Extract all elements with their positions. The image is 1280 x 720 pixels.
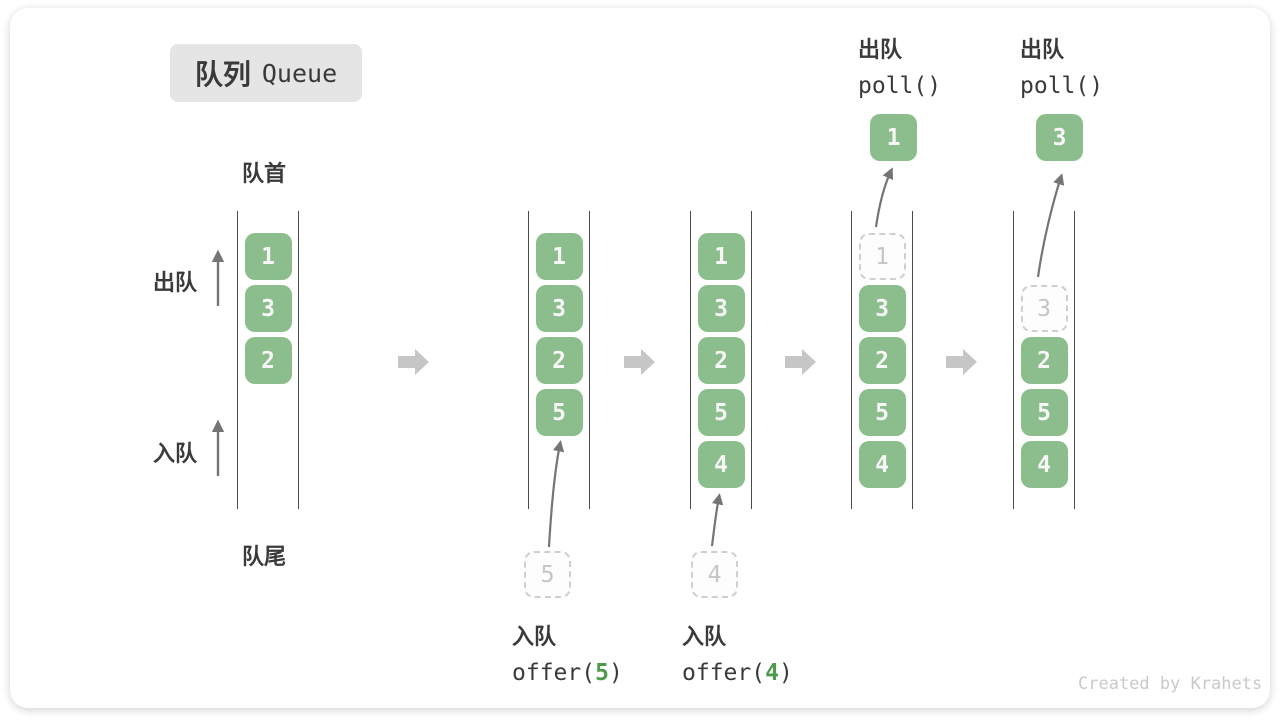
polled-value-box: 1 [870, 114, 917, 161]
offer-code-prefix: offer( [512, 660, 596, 686]
offer-action-label: 入队 [682, 624, 727, 649]
incoming-value-box: 5 [524, 551, 571, 598]
queue-state-5: 3 2 5 4 [1013, 211, 1075, 509]
label-enqueue: 入队 [153, 441, 198, 466]
poll-action-label: 出队 [858, 37, 903, 62]
offer-code-arg: 5 [595, 660, 609, 686]
flow-arrow-icon [946, 349, 977, 375]
title-en: Queue [261, 58, 338, 88]
queue-item: 2 [697, 337, 745, 384]
offer-code-label: offer(4) [682, 660, 793, 686]
flow-arrow-icon [785, 349, 816, 375]
poll-callout-2: 出队 poll() [1020, 32, 1103, 99]
offer-code-label: offer(5) [512, 660, 623, 686]
queue-item: 4 [697, 441, 745, 488]
offer-callout-1: 入队 offer(5) [512, 619, 623, 686]
poll-callout-1: 出队 poll() [858, 32, 941, 99]
label-queue-front: 队首 [242, 161, 287, 186]
queue-item-ghost: 3 [1020, 285, 1068, 332]
offer-code-prefix: offer( [682, 660, 766, 686]
queue-item: 5 [858, 389, 906, 436]
queue-item: 2 [535, 337, 583, 384]
queue-state-2: 1 3 2 5 [528, 211, 590, 509]
offer-callout-2: 入队 offer(4) [682, 619, 793, 686]
queue-item: 1 [697, 233, 745, 280]
queue-state-3: 1 3 2 5 4 [690, 211, 752, 509]
title-zh: 队列 [194, 59, 251, 90]
offer-code-suffix: ) [778, 660, 793, 686]
queue-item: 2 [244, 337, 292, 384]
poll-code-label: poll() [1020, 73, 1104, 99]
polled-value-box: 3 [1036, 114, 1083, 161]
queue-item: 3 [858, 285, 906, 332]
queue-item: 5 [535, 389, 583, 436]
queue-item: 2 [858, 337, 906, 384]
poll-action-label: 出队 [1020, 37, 1065, 62]
queue-state-1: 1 3 2 [237, 211, 299, 509]
queue-item: 3 [244, 285, 292, 332]
queue-item: 5 [697, 389, 745, 436]
queue-item: 3 [697, 285, 745, 332]
offer-code-arg: 4 [765, 660, 779, 686]
queue-item-ghost: 1 [858, 233, 906, 280]
label-dequeue: 出队 [153, 270, 198, 295]
label-queue-rear: 队尾 [242, 544, 287, 569]
queue-item: 1 [535, 233, 583, 280]
offer-action-label: 入队 [512, 624, 557, 649]
queue-state-4: 1 3 2 5 4 [851, 211, 913, 509]
poll-code-label: poll() [858, 73, 942, 99]
offer-code-suffix: ) [608, 660, 623, 686]
flow-arrow-icon [624, 349, 655, 375]
queue-item: 4 [1020, 441, 1068, 488]
queue-item: 4 [858, 441, 906, 488]
incoming-value-box: 4 [691, 551, 738, 598]
queue-item: 1 [244, 233, 292, 280]
flow-arrow-icon [398, 349, 429, 375]
title-badge: 队列 Queue [170, 44, 362, 102]
watermark: Created by Krahets [1078, 674, 1263, 694]
queue-item: 2 [1020, 337, 1068, 384]
queue-item: 3 [535, 285, 583, 332]
queue-item: 5 [1020, 389, 1068, 436]
